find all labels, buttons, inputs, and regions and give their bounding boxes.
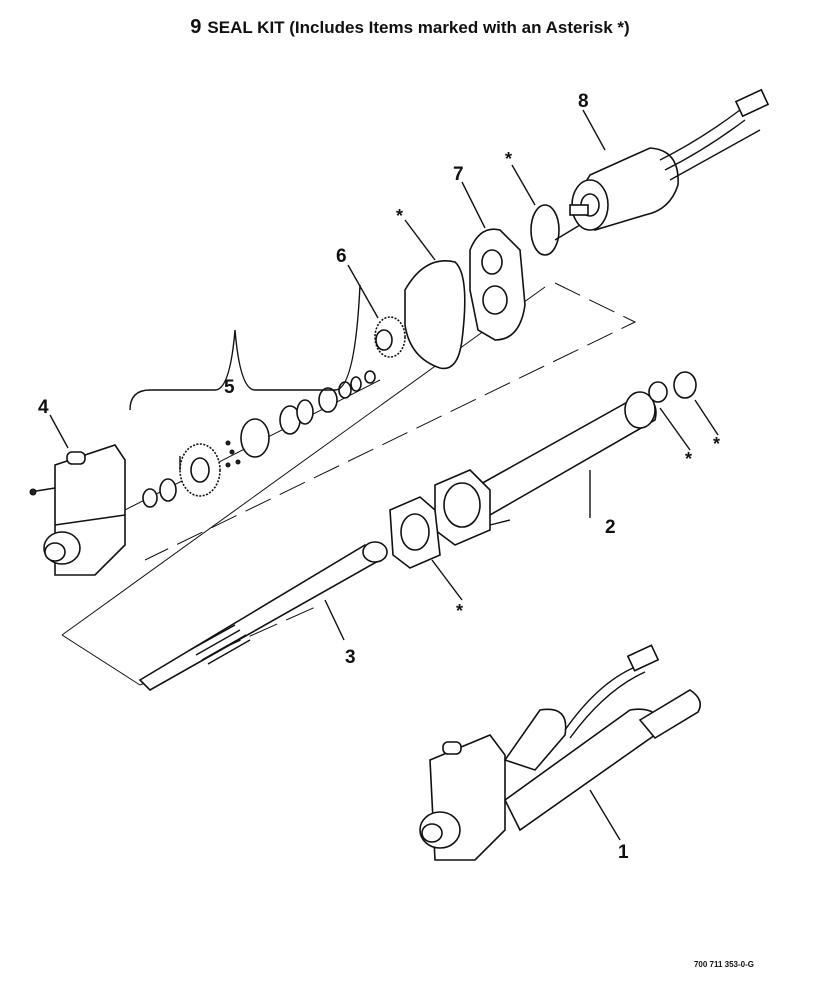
asterisk-seal-motor: * [505,149,512,169]
seal-rings-tube-end [648,371,697,403]
item-5-gear-assembly [124,284,381,511]
label-item-1: 1 [618,842,629,863]
asterisk-seal-ring-2: * [713,434,720,454]
label-item-3: 3 [345,647,356,668]
label-item-2: 2 [605,517,616,538]
label-item-8: 8 [578,91,589,112]
item-1-assembled-actuator [419,644,701,861]
item-2-outer-tube [434,391,657,546]
o-ring-seal-motor [530,204,560,256]
label-item-6: 6 [336,246,347,267]
item-4-gear-housing [29,444,126,576]
title-text: SEAL KIT (Includes Items marked with an … [207,18,630,37]
page-title: 9 SEAL KIT (Includes Items marked with an… [0,16,820,39]
item-3-lead-screw [138,541,388,691]
item-6-gear [374,316,406,358]
gasket-seal-upper [404,260,466,370]
assembly-frame [61,282,637,686]
asterisk-gasket-upper: * [396,206,403,226]
leader-lines [49,109,719,841]
document-number: 700 711 353-0-G [693,960,754,969]
item-8-motor [554,88,770,241]
asterisk-flange-gasket: * [456,601,463,621]
label-item-4: 4 [38,397,49,418]
label-item-7: 7 [453,164,464,185]
flange-gasket-seal [389,496,441,569]
title-item-number: 9 [190,16,202,38]
asterisk-seal-ring-1: * [685,449,692,469]
item-7-gear-cover [469,228,526,341]
label-item-5: 5 [224,377,235,398]
